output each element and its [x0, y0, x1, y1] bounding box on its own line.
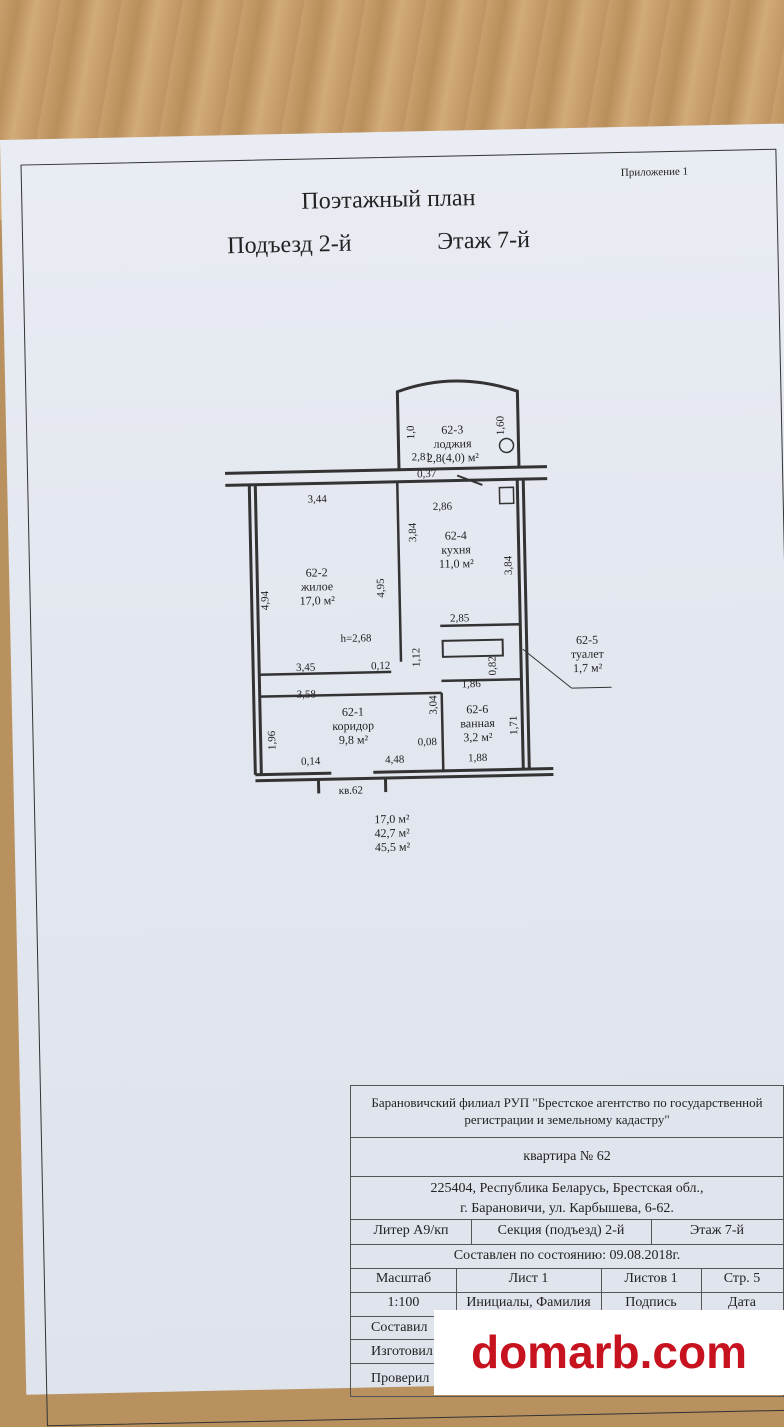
- room-area: 9,8 м²: [332, 732, 374, 747]
- dim: 4,95: [375, 578, 387, 597]
- total-living-area: 17,0 м²: [374, 812, 409, 827]
- room-toilet: 62-5 туалет 1,7 м²: [570, 632, 604, 675]
- total-area: 42,7 м²: [374, 826, 409, 841]
- address-line: 225404, Республика Беларусь, Брестская о…: [351, 1179, 783, 1199]
- section-cell: Секция (подъезд) 2-й: [471, 1220, 652, 1244]
- stamp-liter-row: Литер А9/кп Секция (подъезд) 2-й Этаж 7-…: [351, 1220, 783, 1245]
- dim: 3,44: [307, 493, 326, 505]
- liter-cell: Литер А9/кп: [351, 1220, 472, 1244]
- dim: 2,85: [450, 612, 469, 624]
- dim: 4,48: [385, 754, 404, 766]
- sheets-header: Листов 1: [601, 1268, 702, 1292]
- room-name: кухня: [439, 542, 474, 557]
- dim: 1,71: [508, 716, 520, 735]
- dim: 1,60: [495, 416, 507, 435]
- room-area: 2,8(4,0) м²: [427, 450, 479, 465]
- dim: 3,58: [297, 689, 316, 701]
- room-kitchen: 62-4 кухня 11,0 м²: [438, 528, 474, 571]
- apartment-label: кв.62: [339, 785, 364, 798]
- scale-header: Масштаб: [351, 1268, 457, 1292]
- dim: 0,12: [371, 660, 390, 672]
- stamp-org: Барановичский филиал РУП "Брестское аген…: [351, 1086, 783, 1138]
- dim: 0,14: [301, 755, 320, 767]
- room-number: 62-3: [426, 422, 478, 437]
- room-living: 62-2 жилое 17,0 м²: [299, 565, 335, 608]
- dim: 0,82: [487, 656, 499, 675]
- stamp-compiled: Составлен по состоянию: 09.08.2018г.: [351, 1244, 783, 1269]
- room-area: 1,7 м²: [571, 660, 604, 675]
- room-name: ванная: [460, 716, 495, 731]
- total-area-with-loggia: 45,5 м²: [375, 840, 410, 855]
- dim: 2,86: [433, 501, 452, 513]
- room-area: 17,0 м²: [300, 593, 335, 608]
- dim: 3,04: [427, 695, 439, 714]
- room-corridor: 62-1 коридор 9,8 м²: [332, 704, 375, 747]
- dim: 0,08: [418, 736, 437, 748]
- room-number: 62-1: [332, 704, 374, 719]
- dim: 2,81: [412, 451, 431, 463]
- room-name: жилое: [299, 579, 334, 594]
- room-number: 62-5: [570, 632, 603, 647]
- room-name: лоджия: [426, 436, 478, 451]
- stamp-apartment: квартира № 62: [351, 1138, 783, 1177]
- dim: 4,94: [259, 591, 271, 610]
- room-number: 62-2: [299, 565, 334, 580]
- room-name: туалет: [571, 646, 604, 661]
- dim: 1,88: [468, 752, 487, 764]
- dim: 1,0: [405, 425, 417, 439]
- room-number: 62-6: [460, 702, 495, 717]
- dim: 0,37: [417, 468, 436, 480]
- stamp-address: 225404, Республика Беларусь, Брестская о…: [351, 1176, 783, 1220]
- dim: 3,84: [502, 556, 514, 575]
- dim: 1,12: [410, 648, 422, 667]
- dim: 1,86: [461, 678, 480, 690]
- dim: 3,84: [407, 523, 419, 542]
- sheet-header: Лист 1: [456, 1268, 602, 1292]
- watermark-logo: domarb.com: [434, 1310, 784, 1395]
- floor-cell: Этаж 7-й: [651, 1220, 783, 1244]
- stamp-header-row: Масштаб Лист 1 Листов 1 Стр. 5: [351, 1268, 783, 1293]
- floor-plan-drawing: [0, 124, 784, 1040]
- ceiling-height: h=2,68: [340, 632, 371, 645]
- room-area: 11,0 м²: [439, 556, 474, 571]
- address-line: г. Барановичи, ул. Карбышева, 6-62.: [351, 1199, 783, 1219]
- room-number: 62-4: [438, 528, 473, 543]
- page-header: Стр. 5: [701, 1268, 783, 1292]
- room-loggia: 62-3 лоджия 2,8(4,0) м²: [426, 422, 479, 465]
- room-name: коридор: [332, 718, 374, 733]
- area-totals: 17,0 м² 42,7 м² 45,5 м²: [374, 812, 410, 855]
- room-area: 3,2 м²: [460, 730, 495, 745]
- dim: 3,45: [296, 662, 315, 674]
- dim: 1,96: [266, 731, 278, 750]
- room-bath: 62-6 ванная 3,2 м²: [460, 702, 495, 745]
